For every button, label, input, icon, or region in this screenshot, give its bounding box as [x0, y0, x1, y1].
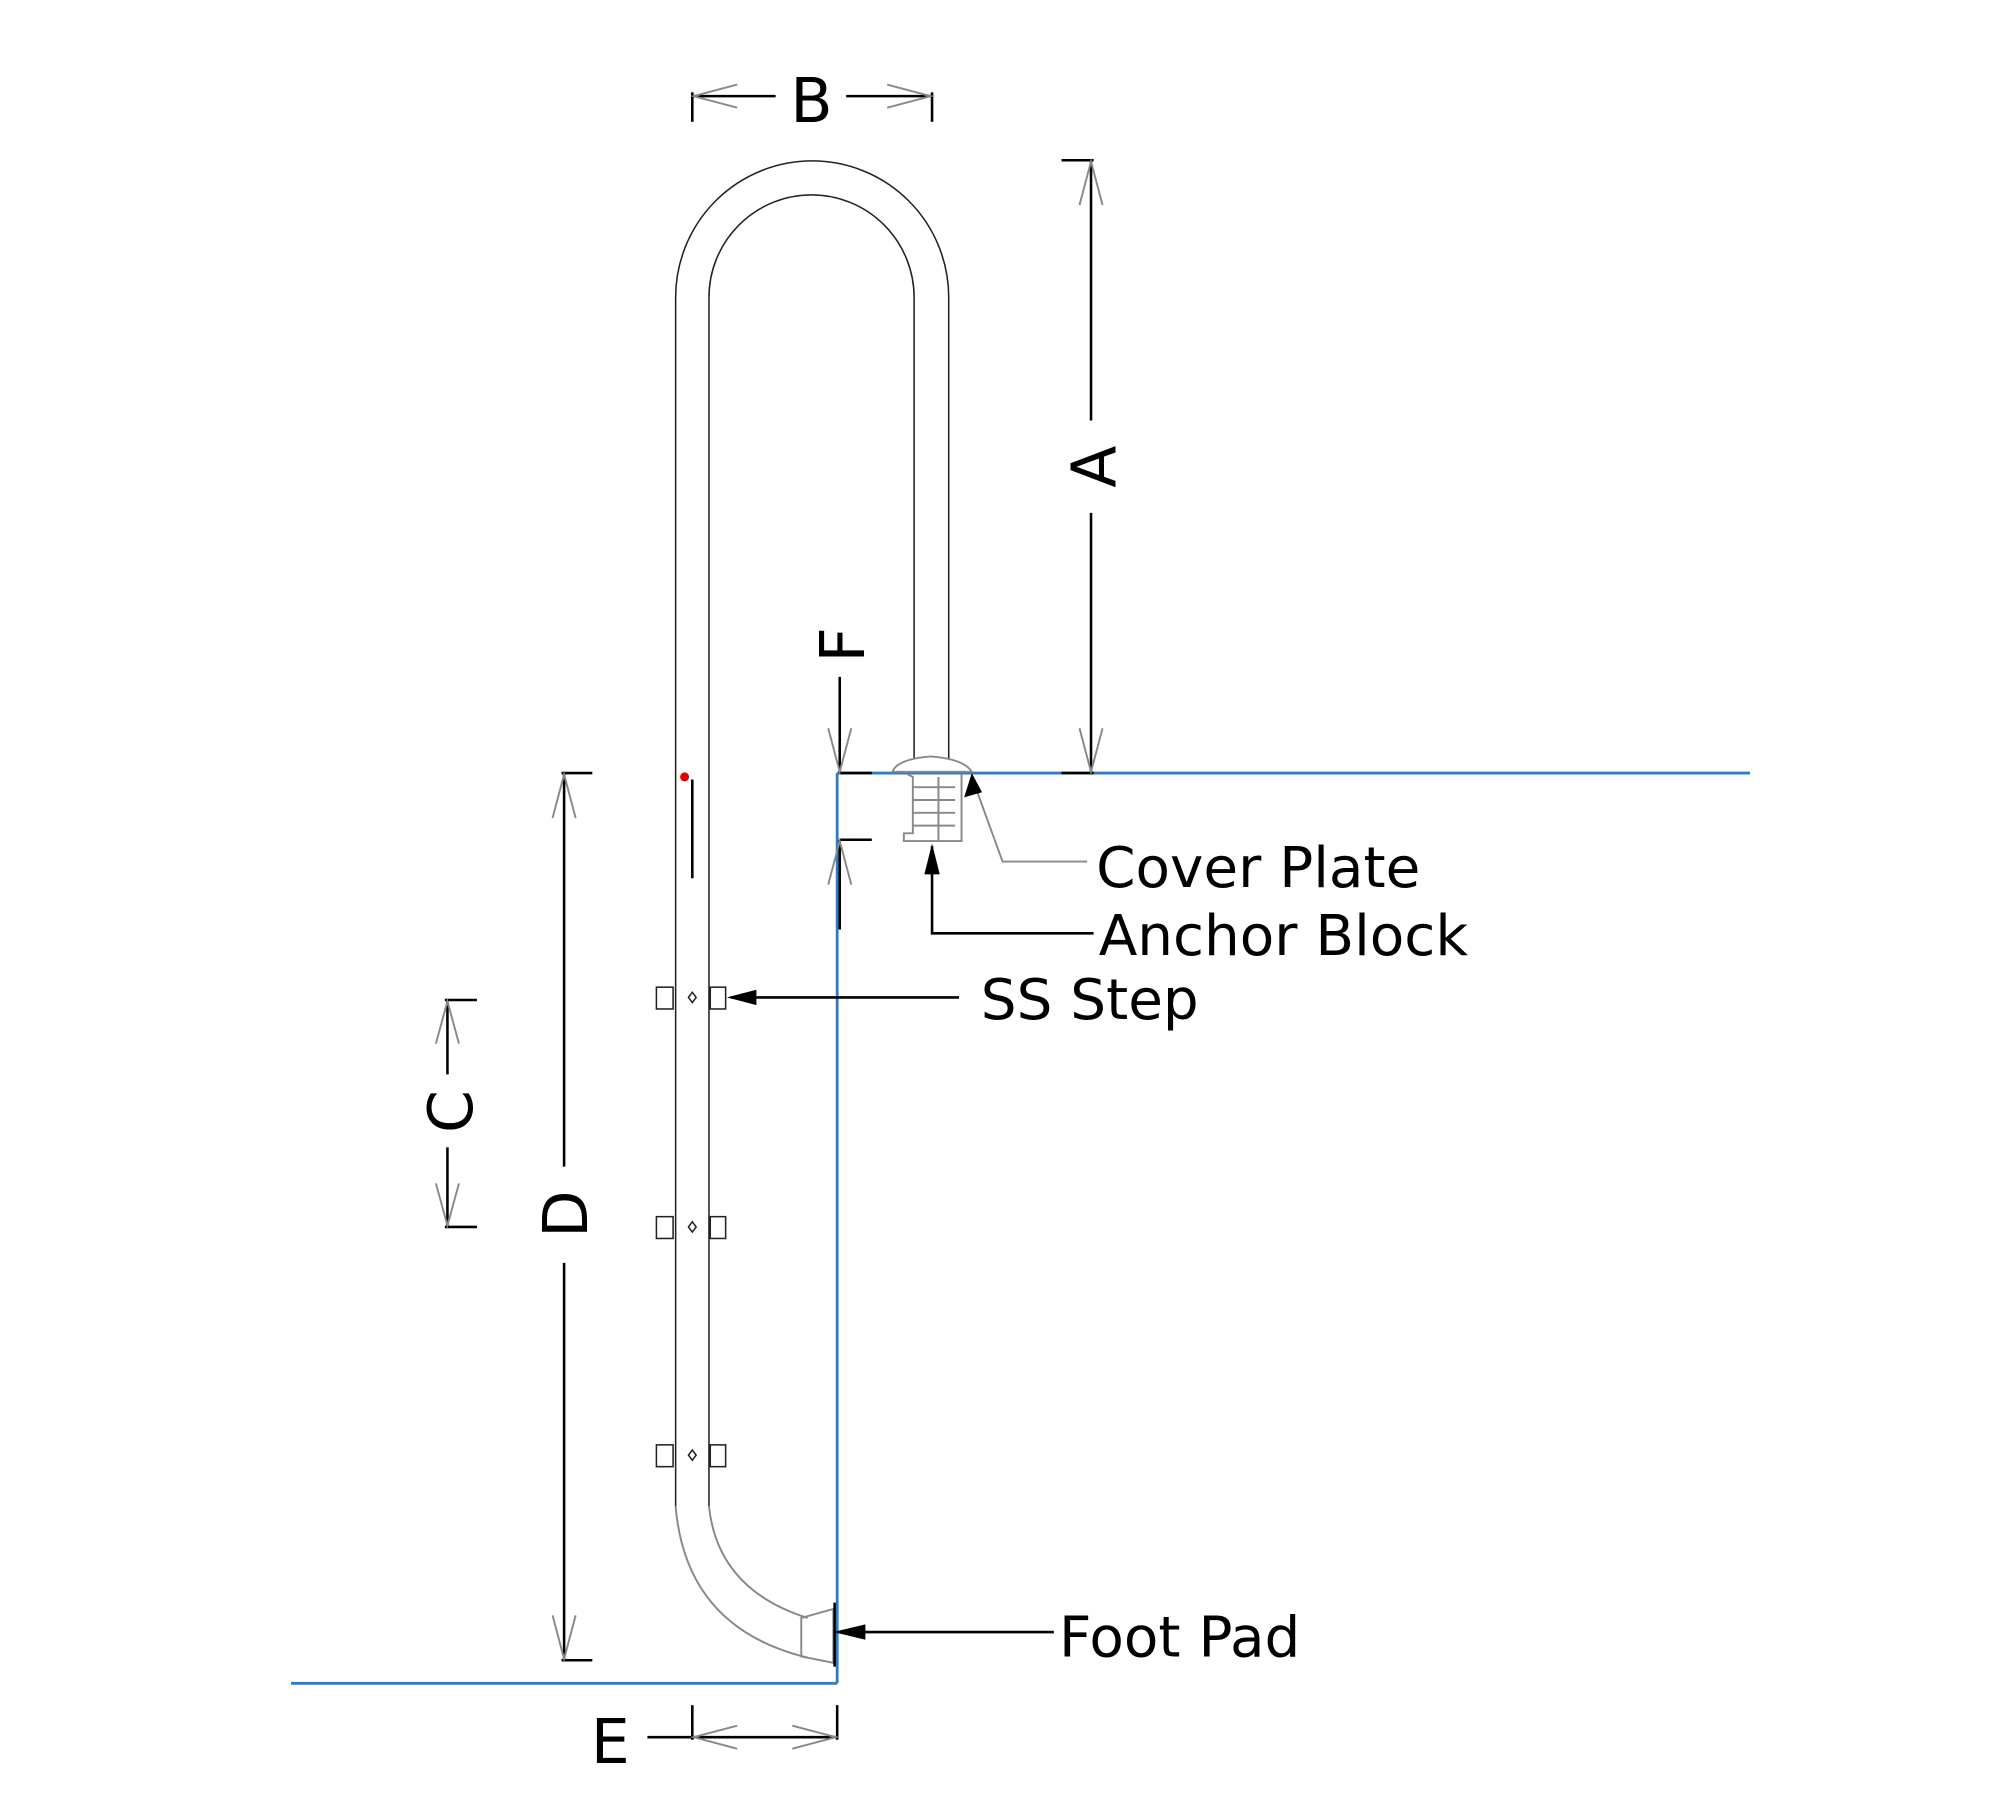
cover-plate-leader	[970, 776, 1088, 863]
dimension-d	[551, 770, 593, 1663]
ss-step-label: SS Step	[981, 968, 1199, 1033]
anchor-block	[902, 773, 963, 842]
ss-steps	[655, 986, 727, 1468]
dimension-f	[827, 676, 872, 930]
foot-pad	[800, 1602, 836, 1667]
anchor-block-label: Anchor Block	[1099, 904, 1469, 969]
pool-outline	[291, 771, 1751, 1685]
tube-inner	[708, 194, 915, 1507]
foot-pad-label: Foot Pad	[1059, 1605, 1300, 1670]
marker-dot	[680, 772, 690, 782]
anchor-block-leader	[930, 846, 1094, 935]
dimension-label-d: D	[530, 1190, 602, 1237]
ladder-tube	[674, 160, 950, 1659]
tube-bend-inner	[708, 1506, 808, 1619]
dimension-label-c: C	[415, 1090, 487, 1133]
step	[655, 1444, 727, 1468]
dimension-c	[434, 997, 477, 1230]
cover-plate	[890, 755, 974, 773]
cover-plate-label: Cover Plate	[1096, 836, 1420, 901]
dimension-e	[647, 1705, 840, 1750]
dimension-label-f: F	[807, 627, 879, 662]
leader-lines	[726, 773, 1094, 1640]
step	[655, 986, 727, 1010]
dimension-label-a: A	[1058, 446, 1130, 488]
tube-bend-outer	[674, 1506, 808, 1659]
tube-outer	[674, 160, 950, 1507]
dimension-b	[689, 83, 935, 122]
dimension-a	[1061, 157, 1104, 776]
step	[655, 1215, 727, 1240]
dimension-label-b: B	[790, 65, 832, 137]
dimension-label-e: E	[591, 1706, 630, 1778]
